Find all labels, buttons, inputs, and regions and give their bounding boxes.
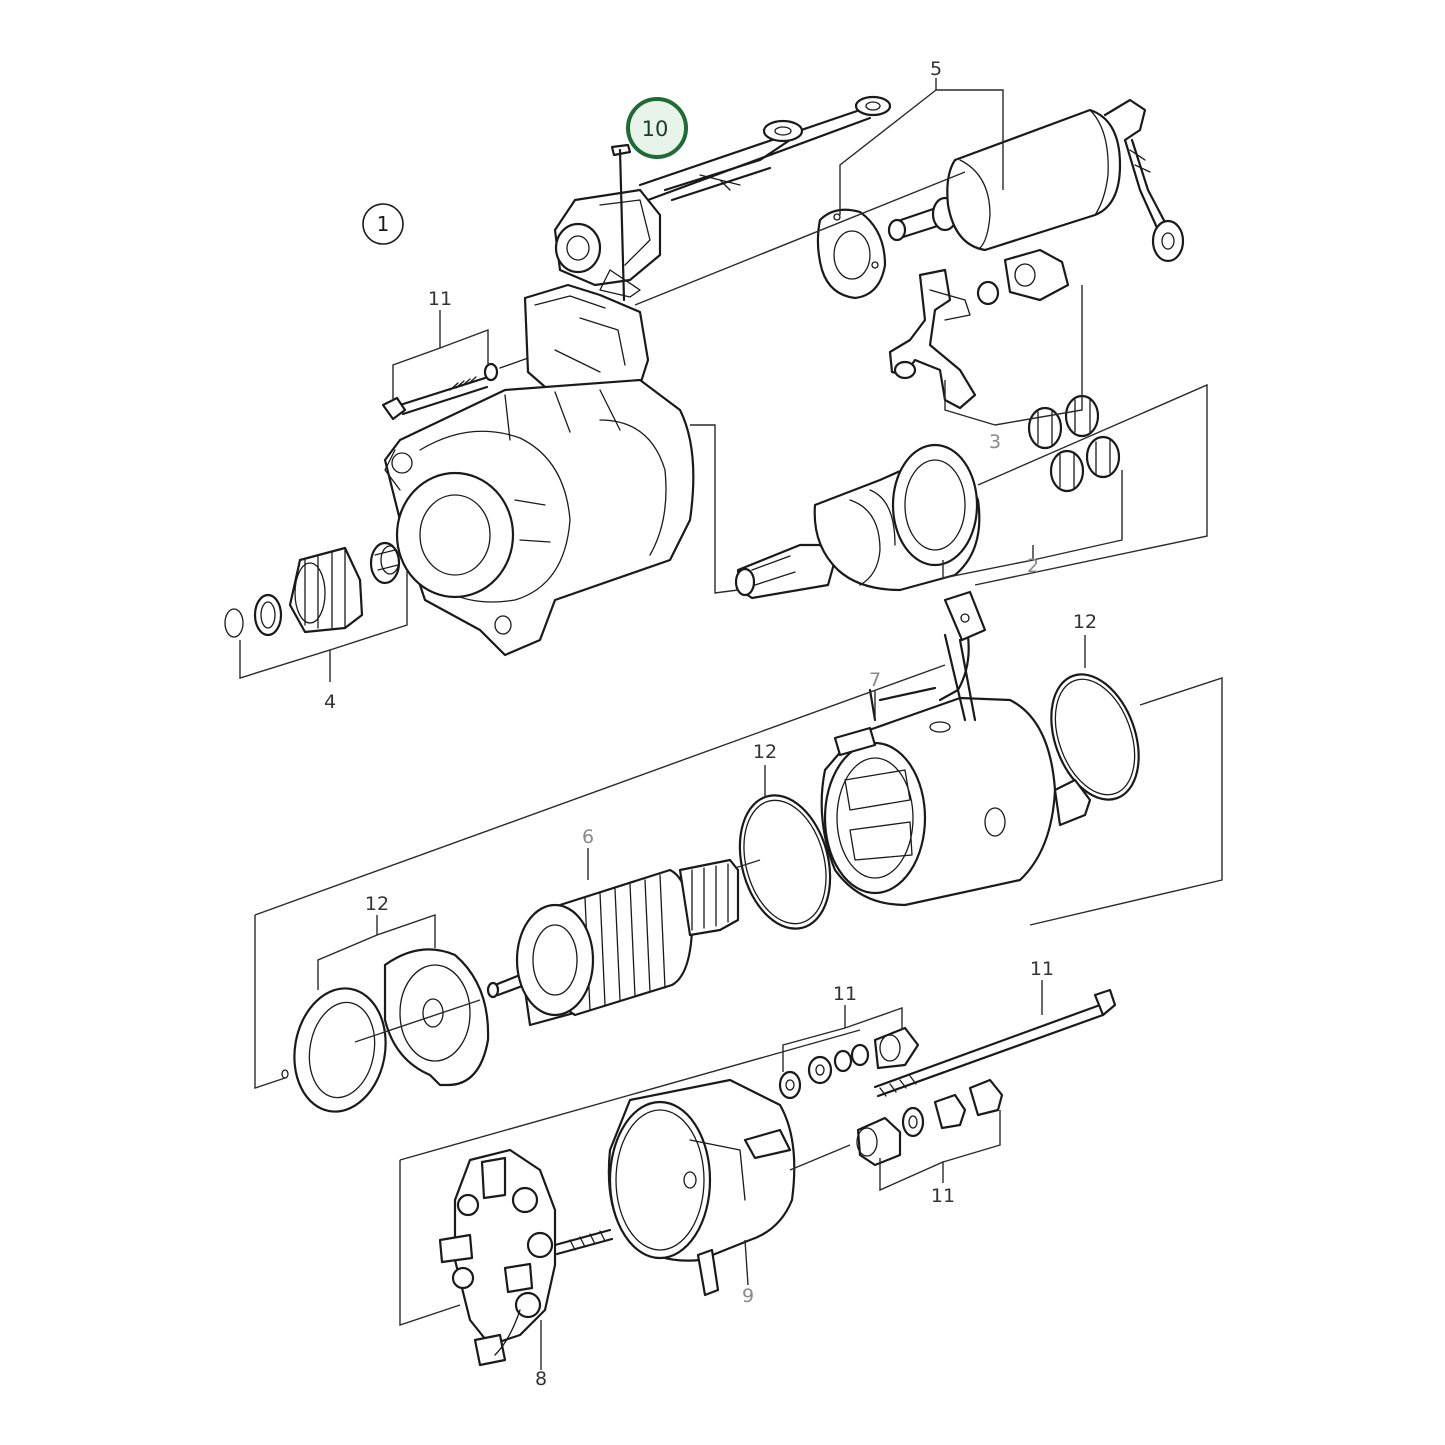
leader-lines bbox=[239, 78, 1223, 1370]
callout-3[interactable]: 3 bbox=[989, 431, 1001, 453]
drive-end-housing bbox=[383, 283, 695, 657]
callout-8[interactable]: 8 bbox=[535, 1368, 547, 1390]
callout-6[interactable]: 6 bbox=[582, 826, 594, 848]
drive-clutch-part-2 bbox=[734, 394, 1121, 600]
fork-lever-part-3 bbox=[888, 248, 1070, 410]
callout-11-nut-set[interactable]: 11 bbox=[833, 983, 857, 1005]
solenoid-part-5 bbox=[816, 98, 1185, 300]
end-cover-part-9 bbox=[607, 1078, 796, 1297]
highlight-callout-10[interactable]: 10 bbox=[626, 97, 688, 159]
callout-11-top-bolt[interactable]: 11 bbox=[428, 288, 452, 310]
callout-7[interactable]: 7 bbox=[869, 669, 881, 691]
o-ring-armature bbox=[738, 794, 832, 930]
callout-9[interactable]: 9 bbox=[742, 1285, 754, 1307]
callout-4[interactable]: 4 bbox=[324, 691, 336, 713]
callout-labels: 5 3 11 2 4 12 7 12 6 12 11 11 11 9 8 bbox=[324, 58, 1097, 1390]
brush-holder-part-8 bbox=[438, 1148, 614, 1367]
end-plate-part-12 bbox=[281, 948, 490, 1113]
callout-5[interactable]: 5 bbox=[930, 58, 942, 80]
callout-12-armature-ring[interactable]: 12 bbox=[753, 741, 777, 763]
o-ring-housing bbox=[1050, 673, 1140, 801]
connector-wire-harness bbox=[553, 95, 892, 302]
callout-11-long-bolt[interactable]: 11 bbox=[1030, 958, 1054, 980]
o-ring-armature-inner bbox=[743, 799, 827, 925]
callout-12-end-plate[interactable]: 12 bbox=[365, 893, 389, 915]
callout-12-housing-ring[interactable]: 12 bbox=[1073, 611, 1097, 633]
washer-nut-set-upper bbox=[778, 1026, 920, 1100]
callout-11-washer-set[interactable]: 11 bbox=[931, 1185, 955, 1207]
o-ring-housing-inner bbox=[1054, 678, 1136, 796]
long-through-bolt-part-11 bbox=[873, 988, 1117, 1098]
figure-marker: 1 bbox=[362, 203, 404, 245]
washer-nut-set-lower bbox=[856, 1078, 1004, 1167]
figure-marker-label: 1 bbox=[377, 212, 390, 236]
field-housing-part-7 bbox=[820, 590, 1092, 907]
callout-2[interactable]: 2 bbox=[1027, 555, 1039, 577]
armature-part-6 bbox=[486, 858, 740, 1027]
pinion-set-part-4 bbox=[224, 541, 401, 638]
highlight-callout-label: 10 bbox=[642, 117, 669, 141]
